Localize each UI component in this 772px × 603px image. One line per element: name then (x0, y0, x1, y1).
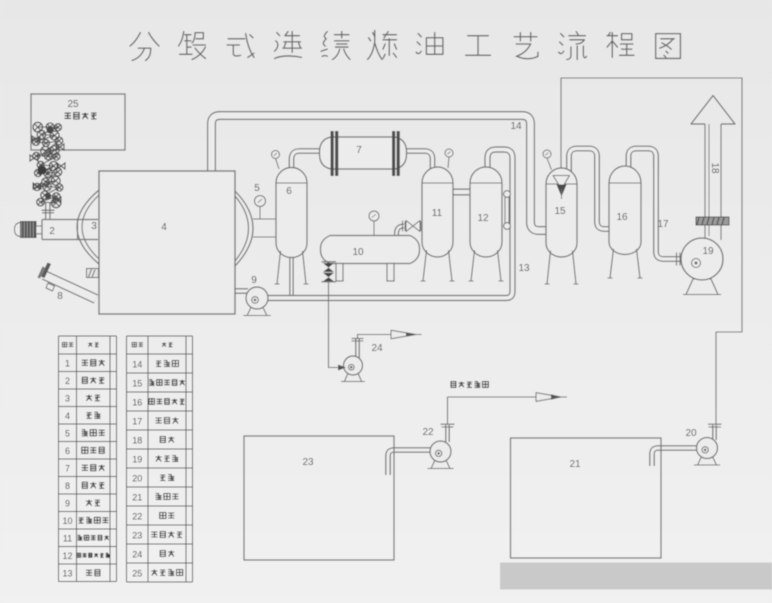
svg-text:13: 13 (62, 569, 72, 579)
svg-text:7: 7 (356, 145, 362, 156)
svg-text:25: 25 (132, 569, 142, 579)
svg-text:24: 24 (132, 550, 142, 560)
svg-text:9: 9 (251, 275, 257, 286)
svg-text:23: 23 (302, 457, 314, 468)
svg-text:8: 8 (57, 291, 63, 302)
svg-text:22: 22 (132, 512, 142, 522)
svg-text:4: 4 (65, 411, 70, 421)
svg-text:2: 2 (49, 226, 55, 237)
svg-text:5: 5 (65, 429, 70, 439)
svg-text:16: 16 (616, 212, 628, 223)
svg-text:3: 3 (65, 394, 70, 404)
svg-text:24: 24 (371, 343, 383, 354)
svg-text:5: 5 (254, 183, 260, 194)
svg-text:11: 11 (432, 208, 443, 219)
svg-text:2: 2 (65, 376, 70, 386)
svg-text:6: 6 (286, 186, 292, 197)
svg-text:10: 10 (62, 516, 72, 526)
svg-text:12: 12 (477, 213, 489, 224)
svg-text:8: 8 (65, 481, 70, 491)
svg-text:23: 23 (132, 531, 142, 541)
svg-text:18: 18 (132, 436, 142, 446)
svg-text:18: 18 (709, 162, 720, 174)
svg-text:20: 20 (685, 428, 697, 439)
svg-text:10: 10 (352, 247, 364, 258)
svg-text:25: 25 (67, 99, 79, 110)
svg-text:1: 1 (65, 359, 70, 369)
svg-text:17: 17 (132, 417, 142, 427)
svg-text:14: 14 (132, 360, 142, 370)
svg-text:20: 20 (132, 474, 142, 484)
svg-text:14: 14 (510, 121, 522, 132)
svg-text:9: 9 (65, 499, 70, 509)
svg-text:4: 4 (161, 222, 167, 233)
svg-text:19: 19 (132, 455, 142, 465)
svg-text:13: 13 (518, 263, 530, 274)
svg-text:3: 3 (91, 221, 97, 232)
svg-text:22: 22 (422, 427, 434, 438)
svg-text:6: 6 (65, 446, 70, 456)
svg-text:11: 11 (63, 534, 72, 544)
svg-text:15: 15 (554, 206, 566, 217)
svg-text:19: 19 (702, 246, 714, 257)
svg-text:12: 12 (62, 551, 72, 561)
svg-text:15: 15 (132, 379, 142, 389)
svg-text:16: 16 (132, 398, 142, 408)
svg-text:7: 7 (65, 464, 70, 474)
svg-text:21: 21 (132, 493, 142, 503)
svg-text:17: 17 (657, 219, 669, 230)
svg-text:21: 21 (569, 459, 581, 470)
